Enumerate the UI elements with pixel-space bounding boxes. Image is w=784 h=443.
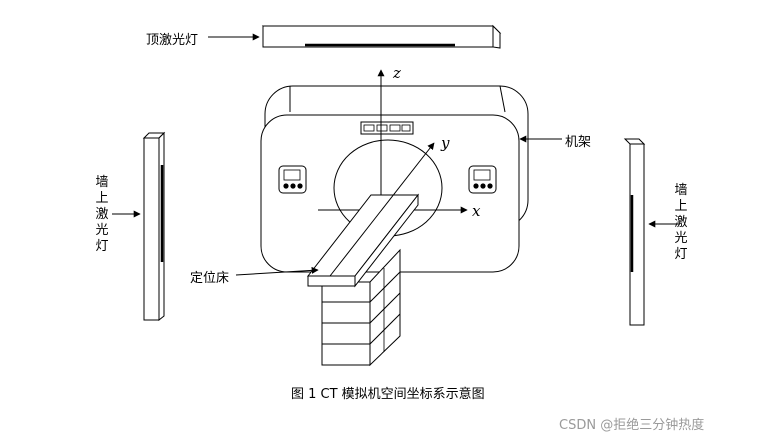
y-axis-label: y: [441, 134, 450, 152]
left-wall-laser-label: 墙上激光灯: [95, 175, 109, 254]
couch-label: 定位床: [190, 271, 230, 286]
left-control-panel: [278, 165, 307, 194]
y-axis: [329, 142, 435, 277]
top-laser-label: 顶激光灯: [146, 33, 199, 48]
right-control-panel: [468, 165, 497, 194]
right-wall-laser-bar: [623, 138, 646, 326]
x-axis-label: x: [472, 202, 481, 220]
couch-top: [306, 193, 420, 288]
gantry-label: 机架: [565, 135, 592, 150]
z-axis-label: z: [393, 64, 401, 82]
gantry-window: [360, 121, 414, 135]
left-wall-laser-bar: [142, 131, 166, 322]
figure-caption: 图 1 CT 模拟机空间坐标系示意图: [291, 387, 485, 402]
right-wall-laser-label: 墙上激光灯: [674, 183, 688, 262]
watermark: CSDN @拒绝三分钟热度: [559, 418, 705, 433]
top-laser-bar: [261, 24, 502, 49]
couch-arrow: [235, 266, 319, 276]
